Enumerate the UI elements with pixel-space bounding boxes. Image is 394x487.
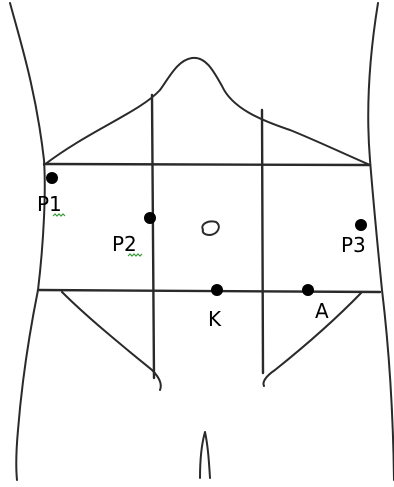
umbilicus [202, 221, 219, 235]
marker-labels: P1 P2 P3 K A [37, 192, 366, 331]
region-grid [38, 95, 380, 378]
right-torso-contour [368, 3, 394, 480]
right-vertical-line [262, 110, 263, 373]
label-a: A [315, 299, 329, 323]
label-p2: P2 [112, 232, 137, 256]
torso-outline [10, 3, 394, 480]
ribcage-arch [44, 58, 370, 165]
marker-p1 [46, 172, 58, 184]
lower-horizontal-line [38, 290, 380, 292]
marker-a [302, 284, 314, 296]
label-k: K [208, 307, 222, 331]
marker-p3 [355, 219, 367, 231]
left-groin-line [62, 292, 161, 390]
label-p3: P3 [341, 233, 366, 257]
upper-horizontal-line [44, 164, 370, 165]
left-vertical-line [152, 95, 154, 378]
marker-k [211, 284, 223, 296]
right-groin-line [263, 292, 362, 386]
left-torso-contour [10, 3, 45, 480]
label-p1: P1 [37, 192, 62, 216]
pubic-cleft [200, 432, 210, 478]
marker-p2 [144, 212, 156, 224]
